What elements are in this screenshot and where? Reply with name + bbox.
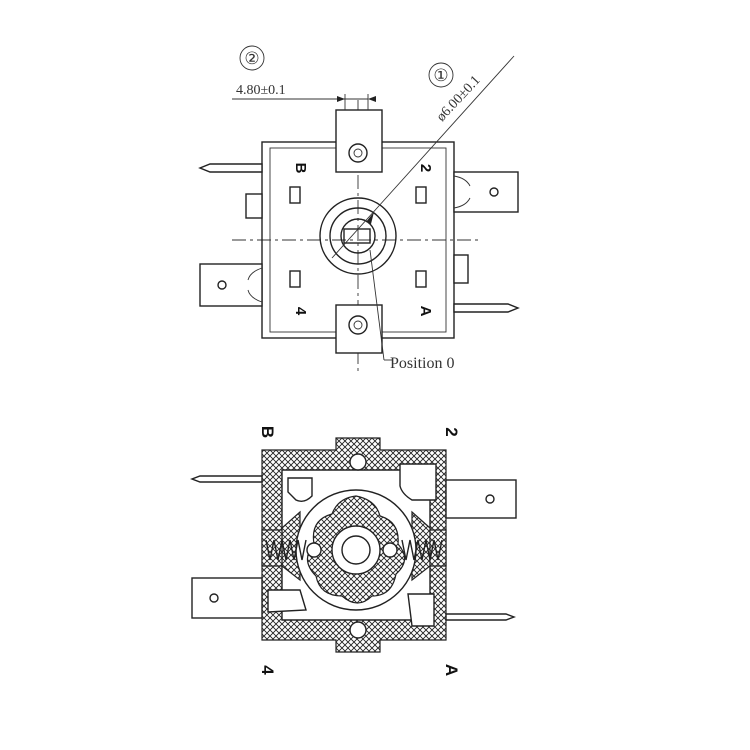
section-terminal-4-spade: [191, 577, 263, 619]
right-detent-ball: [382, 542, 398, 558]
terminal-2-crimp: [453, 175, 471, 209]
shaft: [340, 218, 376, 254]
section-terminal-a-pin: [445, 613, 516, 621]
section-view: B 2 4 A: [190, 426, 517, 676]
contact-window-b: [289, 186, 301, 204]
callout-1: ①: [433, 66, 448, 85]
top-mount-hole-inner: [353, 148, 363, 158]
terminal-2-spade: [453, 171, 519, 213]
dim-pitch-arrow-left: [337, 96, 345, 102]
top-mount-tab: [335, 109, 383, 173]
callout-2: ②: [244, 49, 259, 68]
contact-4: [267, 589, 307, 613]
left-detent-ball: [306, 542, 322, 558]
callout-2-circle: [239, 45, 265, 71]
top-terminal-b-label: B: [292, 163, 309, 174]
section-top-hole: [349, 453, 367, 471]
contact-b: [287, 477, 313, 503]
right-wall-section: [429, 529, 447, 567]
left-detent-spring: [265, 539, 307, 561]
right-detent-spring: [401, 539, 443, 561]
contact-window-2: [415, 186, 427, 204]
cam-shaft: [341, 535, 371, 565]
section-terminal-4-hole: [209, 593, 219, 603]
section-terminal-4-label: 4: [258, 665, 277, 675]
shaft-boss-inner: [329, 207, 387, 265]
shaft-flat: [343, 228, 371, 244]
section-terminal-2-hole: [485, 494, 495, 504]
terminal-4-hole: [217, 280, 227, 290]
position-leader: [369, 249, 385, 361]
callout-1-circle: [428, 62, 454, 88]
section-terminal-a-label: A: [442, 664, 461, 676]
section-bottom-hole: [349, 621, 367, 639]
section-terminal-b-pin: [190, 475, 263, 483]
bottom-mount-hole-inner: [353, 320, 363, 330]
left-side-boss: [245, 193, 263, 219]
top-view: B 2 4 A 4.80±0.1 ② ø6.00±0.1 ① Position …: [198, 45, 520, 372]
shaft-boss-outer: [319, 197, 397, 275]
terminal-4-crimp: [247, 267, 263, 303]
dim-shaft-arrow: [366, 212, 374, 224]
contact-2: [399, 463, 437, 501]
terminal-b-pin: [198, 163, 263, 173]
right-side-boss: [453, 254, 469, 284]
top-mount-hole: [348, 143, 368, 163]
dim-shaft-leader: [331, 55, 515, 259]
cam-bore: [331, 525, 381, 575]
contact-window-4: [289, 270, 301, 288]
position-label: Position 0: [390, 355, 454, 372]
top-terminal-a-label: A: [417, 306, 434, 317]
section-terminal-2-label: 2: [442, 427, 461, 436]
section-terminal-b-label: B: [258, 426, 277, 438]
terminal-a-pin: [453, 303, 520, 313]
bottom-mount-hole: [348, 315, 368, 335]
terminal-4-spade: [199, 263, 263, 307]
dim-pitch-arrow-right: [368, 96, 376, 102]
top-terminal-2-label: 2: [417, 164, 434, 172]
top-terminal-4-label: 4: [292, 307, 309, 316]
contact-a: [407, 593, 435, 627]
dim-pitch-text: 4.80±0.1: [236, 83, 286, 98]
terminal-2-hole: [489, 187, 499, 197]
section-terminal-2-spade: [445, 479, 517, 519]
contact-window-a: [415, 270, 427, 288]
